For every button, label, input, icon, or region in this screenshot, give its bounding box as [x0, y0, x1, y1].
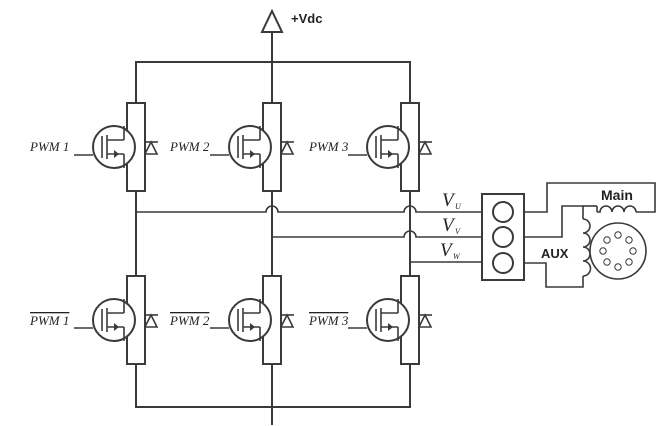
low-switch-3 — [348, 275, 433, 365]
gate-label-low-1: PWM 1 — [29, 313, 69, 328]
supply-label: +Vdc — [291, 11, 322, 26]
phase-v-wire — [272, 230, 482, 238]
gate-label-high-1: PWM 1 — [29, 139, 69, 154]
motor-stator — [589, 222, 647, 280]
terminal-block — [481, 193, 525, 281]
phase-symbol-v: V — [442, 215, 456, 236]
high-switch-3 — [348, 102, 433, 192]
aux-winding-coil — [582, 218, 592, 277]
low-switch-1 — [74, 275, 159, 365]
terminal-u — [492, 201, 514, 223]
phase-symbol-w: V — [440, 240, 454, 261]
phase-sub-u: U — [455, 202, 462, 211]
terminal-w — [492, 252, 514, 274]
high-switch-1 — [74, 102, 159, 192]
phase-label-v: V V — [442, 215, 461, 236]
motor — [589, 222, 647, 280]
aux-winding-label: AUX — [541, 246, 569, 261]
main-winding-label: Main — [601, 187, 633, 203]
phase-u-wire — [136, 205, 482, 213]
low-switch-2 — [210, 275, 295, 365]
gate-label-high-3: PWM 3 — [308, 139, 349, 154]
motor-wiring — [524, 182, 656, 288]
supply-arrow-icon — [260, 8, 284, 33]
phase-label-w: V W — [440, 240, 461, 261]
supply-terminal: +Vdc — [260, 8, 322, 63]
main-winding-coil — [597, 205, 637, 213]
terminal-v — [492, 226, 514, 248]
gate-label-low-2: PWM 2 — [169, 313, 210, 328]
gate-label-high-2: PWM 2 — [169, 139, 210, 154]
phase-label-u: V U — [442, 190, 462, 211]
phase-symbol-u: V — [442, 190, 456, 211]
phase-sub-w: W — [453, 252, 461, 261]
gate-label-low-3: PWM 3 — [308, 313, 349, 328]
phase-sub-v: V — [455, 227, 461, 236]
high-switch-2 — [210, 102, 295, 192]
